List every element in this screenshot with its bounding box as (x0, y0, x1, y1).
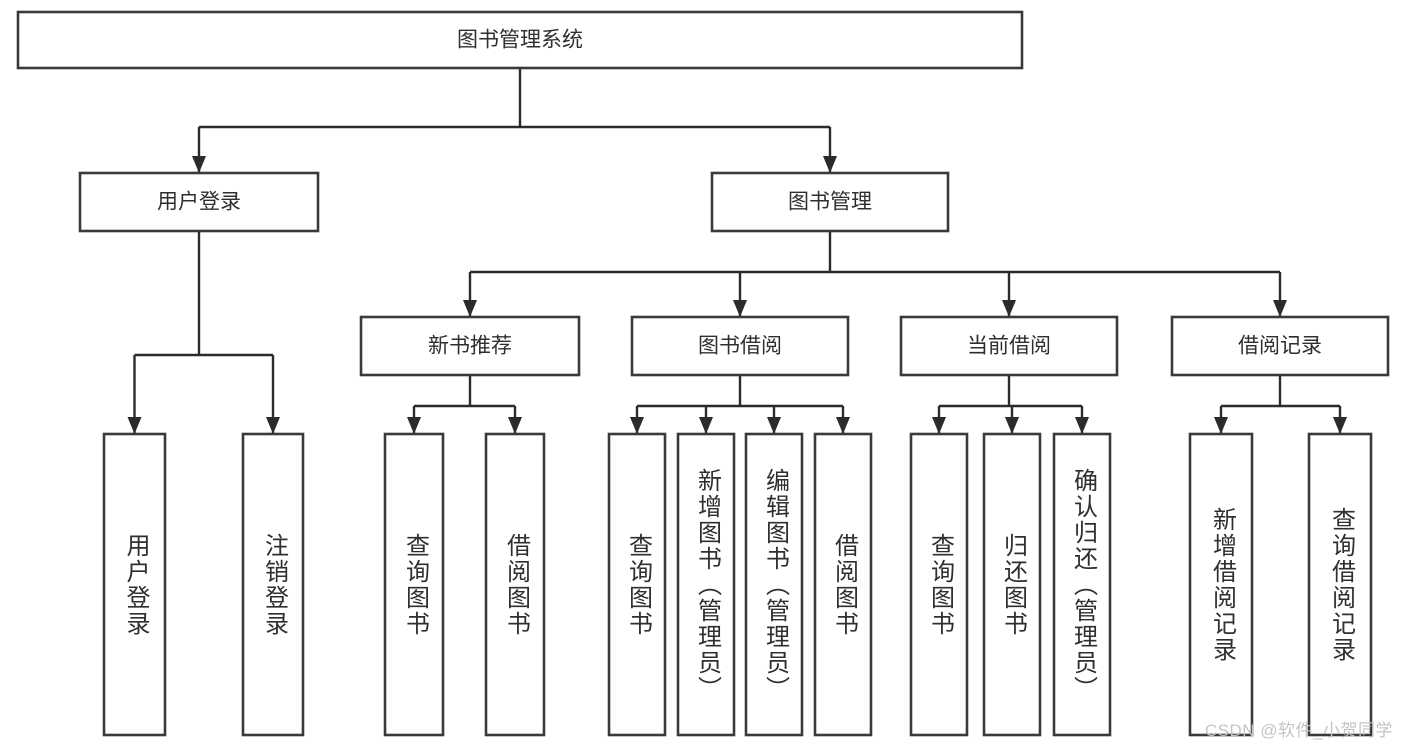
connector-lines-group (127, 68, 1347, 434)
new-book-arrow-1 (508, 417, 522, 434)
new-book-arrow-0 (407, 417, 421, 434)
record-arrow-1 (1333, 417, 1347, 434)
node-box-level3-2[interactable] (899, 315, 1119, 377)
node-box-root[interactable] (16, 10, 1024, 70)
book-mgmt-arrow-0 (463, 300, 477, 317)
borrow-arrow-1 (699, 417, 713, 434)
leaf-box-6[interactable] (744, 432, 804, 737)
node-box-level2-0[interactable] (78, 171, 320, 233)
root-arrow-1 (823, 156, 837, 173)
leaf-box-2[interactable] (383, 432, 445, 737)
node-box-level3-1[interactable] (630, 315, 850, 377)
node-label-level3-3: 借阅记录 (1238, 335, 1322, 358)
leaf-box-11[interactable] (1188, 432, 1254, 737)
book-mgmt-arrow-1 (733, 300, 747, 317)
leaf-box-10[interactable] (1052, 432, 1112, 737)
leaf-box-4[interactable] (607, 432, 667, 737)
book-mgmt-arrow-2 (1002, 300, 1016, 317)
node-label-level3-0: 新书推荐 (428, 335, 512, 358)
node-label-level2-0: 用户登录 (157, 191, 241, 214)
node-label-root: 图书管理系统 (457, 29, 583, 52)
node-label-level3-2: 当前借阅 (967, 335, 1051, 358)
csdn-watermark: CSDN @软件_小贺同学 (1204, 721, 1393, 740)
node-label-level2-1: 图书管理 (788, 191, 872, 214)
leaf-box-8[interactable] (909, 432, 969, 737)
leaf-box-1[interactable] (241, 432, 305, 737)
leaf-box-0[interactable] (102, 432, 167, 737)
book-mgmt-arrow-3 (1273, 300, 1287, 317)
user-login-arrow-0 (127, 417, 142, 434)
current-arrow-2 (1075, 417, 1089, 434)
borrow-arrow-2 (767, 417, 781, 434)
leaf-box-12[interactable] (1307, 432, 1373, 737)
node-label-level3-1: 图书借阅 (698, 335, 782, 358)
node-boxes-group (16, 10, 1390, 737)
node-box-level3-0[interactable] (359, 315, 581, 377)
user-login-arrow-1 (266, 417, 280, 434)
record-arrow-0 (1214, 417, 1228, 434)
leaf-box-3[interactable] (484, 432, 546, 737)
current-arrow-0 (932, 417, 946, 434)
leaf-box-5[interactable] (676, 432, 736, 737)
root-arrow-0 (192, 156, 206, 173)
borrow-arrow-3 (836, 417, 850, 434)
leaf-box-9[interactable] (982, 432, 1042, 737)
current-arrow-1 (1005, 417, 1019, 434)
leaf-box-7[interactable] (813, 432, 873, 737)
node-box-level2-1[interactable] (710, 171, 950, 233)
borrow-arrow-0 (630, 417, 644, 434)
node-box-level3-3[interactable] (1170, 315, 1390, 377)
